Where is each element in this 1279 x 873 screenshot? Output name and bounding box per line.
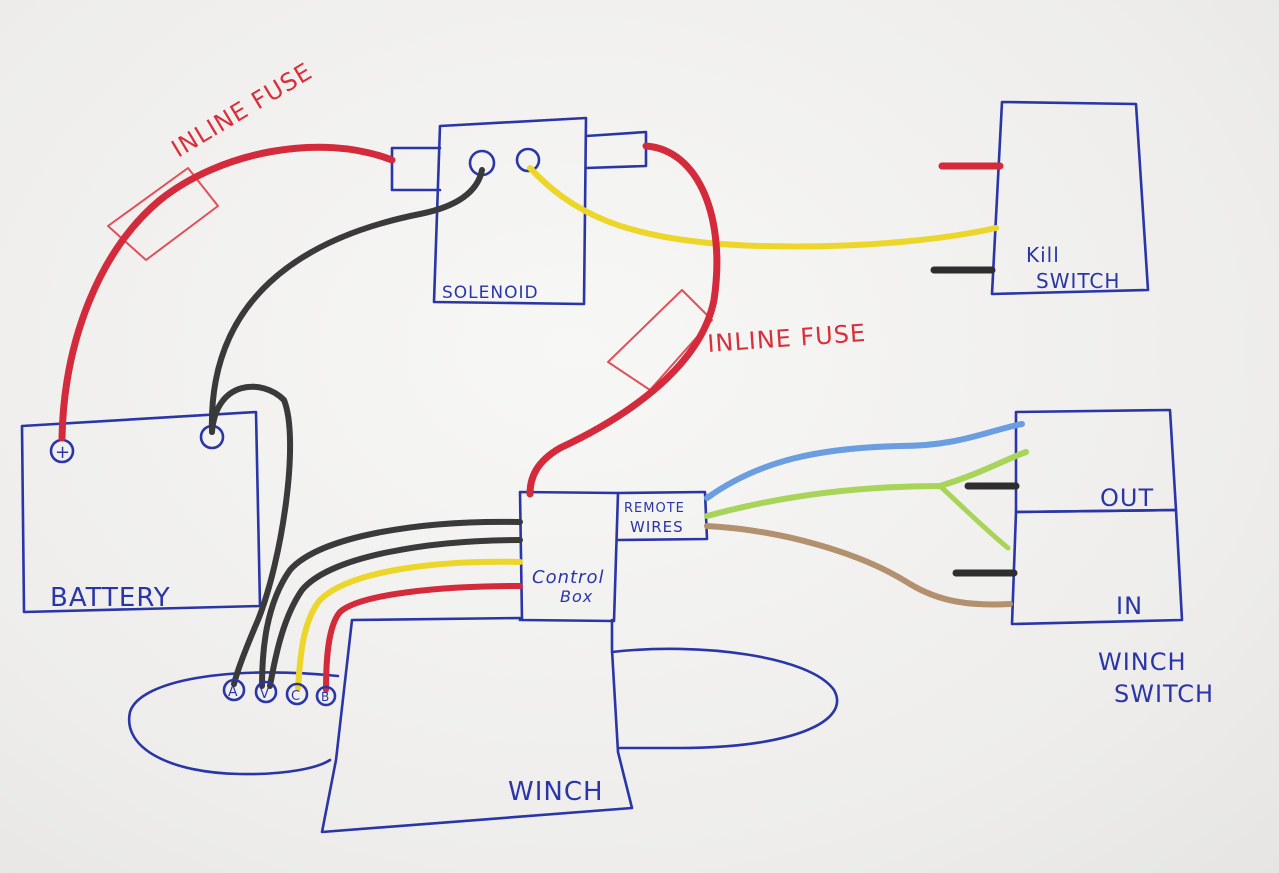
winch-switch-out-label: OUT <box>1100 484 1154 512</box>
winch-label: WINCH <box>508 777 604 807</box>
wire-solenoid-to-kill-switch-yellow <box>527 165 999 250</box>
wire-control-to-winch-c-yellow <box>295 558 523 691</box>
kill-switch-label-2: SWITCH <box>1036 269 1120 293</box>
inline-fuse-1-holder <box>107 167 219 261</box>
winch-terminal-b-label: V <box>260 687 270 702</box>
control-box-label-1: Control <box>532 567 604 588</box>
remote-wires-label-1: REMOTE <box>624 501 685 516</box>
winch-terminal-c-label: C <box>291 689 301 704</box>
winch-drum-right <box>610 647 839 750</box>
kill-switch-label-1: Kill <box>1026 243 1060 267</box>
wire-battery-positive-red <box>58 143 396 442</box>
winch-terminal-a-label: A <box>228 684 239 700</box>
wire-control-to-winch-d-red <box>323 583 523 693</box>
wire-control-to-winch-b-black-2 <box>267 537 523 689</box>
solenoid-terminal-right <box>515 147 541 173</box>
wire-solenoid-to-control-box-red <box>526 142 721 498</box>
solenoid-label: SOLENOID <box>442 283 539 303</box>
inline-fuse-2-holder <box>607 289 713 391</box>
control-box-label-2: Box <box>560 587 593 606</box>
remote-wires-label-2: WIRES <box>630 518 684 536</box>
inline-fuse-2-label: INLINE FUSE <box>706 319 867 358</box>
winch-drum <box>127 671 340 776</box>
winch-terminals: A V C B <box>222 678 337 707</box>
remote-wire-brown <box>704 523 1013 608</box>
wire-battery-negative-black <box>208 167 485 435</box>
kill-switch <box>990 100 1150 296</box>
winch-terminal-d-label: B <box>321 690 330 704</box>
winch-switch-label-1: WINCH <box>1098 648 1187 676</box>
winch-switch-in-label: IN <box>1116 592 1143 620</box>
battery-plus-label: + <box>55 442 71 463</box>
battery-label: BATTERY <box>50 583 171 613</box>
winch-terminal-b <box>254 680 278 704</box>
winch-body <box>320 616 634 834</box>
remote-wire-blue <box>704 421 1025 501</box>
control-box <box>518 490 620 623</box>
winch-switch <box>1010 408 1184 626</box>
solenoid-right-tab <box>584 130 648 170</box>
winch-terminal-a <box>222 678 246 702</box>
wire-control-to-winch-b-black <box>259 518 523 689</box>
solenoid-left-tab <box>390 146 442 192</box>
winch-terminal-c <box>285 682 309 706</box>
wire-battery-to-winch-a-black <box>209 383 294 687</box>
remote-wire-green <box>704 449 1029 519</box>
remote-wire-green-branch <box>937 483 1011 551</box>
winch-terminal-d <box>315 685 337 707</box>
winch <box>127 616 839 834</box>
winch-switch-label-2: SWITCH <box>1114 680 1214 708</box>
